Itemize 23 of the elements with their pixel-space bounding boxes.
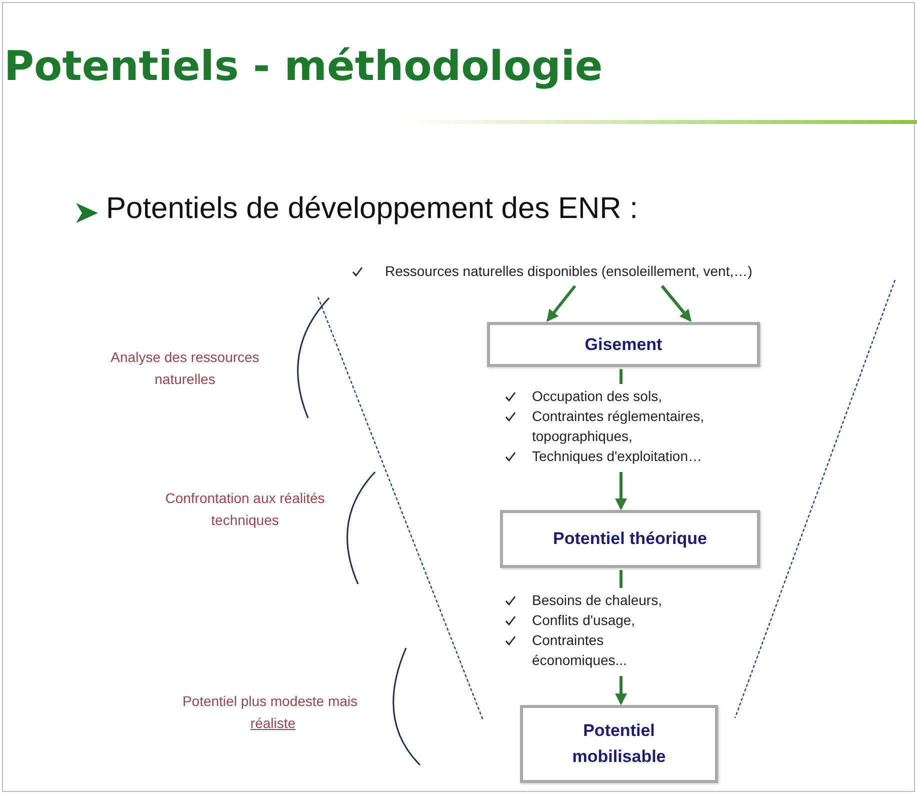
criteria-item: Contraintes économiques... (532, 631, 628, 670)
box-title: Potentiel mobilisable (571, 720, 667, 768)
criteria-item: Occupation des sols, (532, 387, 662, 406)
resource-text: Ressources naturelles disponibles (ensoleillement, vent,…) (385, 262, 752, 281)
criteria-item: Besoins de chaleurs, (532, 591, 662, 610)
stage-note: Confrontation aux réalités techniques (165, 489, 325, 530)
stage-note: Potentiel plus modeste mais (181, 692, 359, 711)
box-title: Gisement (584, 334, 664, 356)
arrow (615, 676, 627, 706)
stage-note: réaliste (249, 714, 297, 733)
criteria-item: Conflits d'usage, (532, 611, 636, 630)
arrow (546, 285, 576, 322)
section-heading: Potentiels de développement des ENR : (106, 191, 639, 227)
stage-note: Analyse des ressources naturelles (110, 348, 260, 389)
criteria-item: Techniques d'exploitation… (532, 447, 702, 466)
process-box (487, 322, 760, 367)
process-box (500, 510, 760, 568)
box-title: Potentiel théorique (552, 528, 708, 550)
slide-title: Potentiels - méthodologie (4, 41, 603, 92)
process-box (520, 705, 718, 783)
criteria-item: Contraintes réglementaires, topographiques, (532, 407, 705, 446)
arrow (615, 472, 627, 510)
arrow (660, 285, 692, 322)
